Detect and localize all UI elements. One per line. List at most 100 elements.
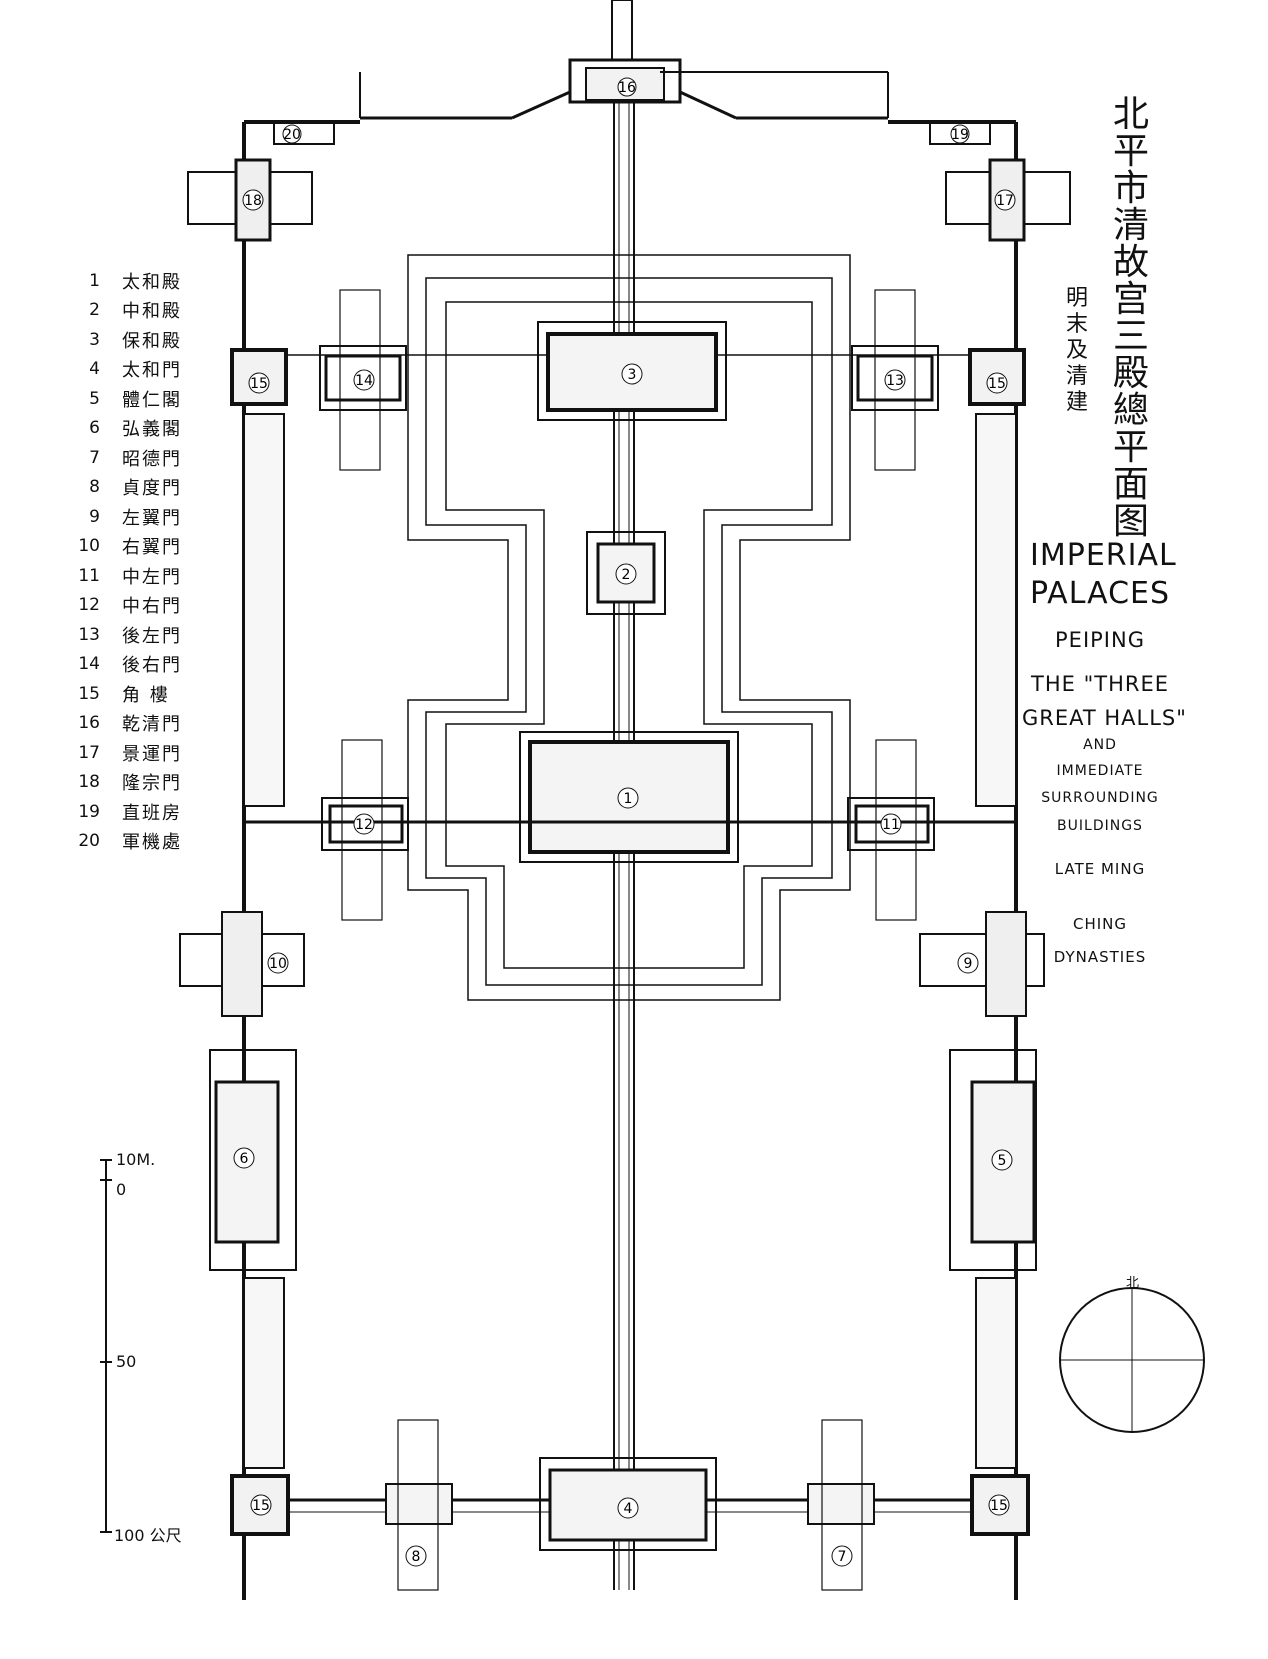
gate-9-structure: [919, 911, 1045, 1017]
legend-label: 中左門: [122, 566, 182, 588]
svg-text:15: 15: [990, 1498, 1008, 1514]
legend-number: 14: [78, 654, 100, 675]
legend-row: 17 景運門: [62, 738, 182, 768]
label-15-nw: 15: [248, 372, 270, 394]
legend-label: 後右門: [122, 655, 182, 677]
scale-bar: [100, 1159, 112, 1533]
legend-row: 3 保和殿: [62, 325, 182, 355]
title-line-dynasties: DYNASTIES: [1053, 948, 1147, 966]
legend-number: 11: [78, 565, 100, 586]
legend-number: 2: [89, 300, 100, 321]
svg-text:17: 17: [996, 193, 1014, 209]
legend-row: 11 中左門: [62, 561, 182, 591]
legend-label: 左翼門: [122, 507, 182, 529]
legend-number: 9: [89, 506, 100, 527]
title-line-surrounding: SURROUNDING: [1041, 790, 1159, 806]
legend-number: 20: [78, 831, 100, 852]
label-16: 16: [617, 77, 637, 97]
legend-label: 隆宗門: [122, 773, 182, 795]
legend-label: 右翼門: [122, 537, 182, 559]
legend-number: 18: [78, 772, 100, 793]
title-line-peiping: PEIPING: [1055, 628, 1145, 652]
terrace: [407, 254, 851, 1001]
legend-label: 保和殿: [122, 330, 182, 352]
label-15-sw: 15: [250, 1494, 272, 1516]
label-20: 20: [282, 124, 302, 144]
label-17: 17: [994, 189, 1016, 211]
legend-number: 17: [78, 742, 100, 763]
legend-number: 4: [89, 359, 100, 380]
label-1: 1: [617, 787, 639, 809]
legend-number: 16: [78, 713, 100, 734]
legend-row: 10 右翼門: [62, 532, 182, 562]
label-2: 2: [615, 563, 637, 585]
legend-number: 13: [78, 624, 100, 645]
svg-text:18: 18: [244, 193, 262, 209]
svg-text:1: 1: [624, 791, 633, 807]
label-13: 13: [884, 369, 906, 391]
svg-text:20: 20: [283, 127, 301, 143]
svg-text:13: 13: [886, 373, 904, 389]
svg-text:7: 7: [838, 1549, 847, 1565]
legend-number: 12: [78, 595, 100, 616]
title-line-and: AND: [1083, 737, 1117, 753]
svg-text:16: 16: [618, 80, 636, 96]
legend-number: 3: [89, 329, 100, 350]
north-cross-wall: [230, 289, 1026, 471]
label-6: 6: [233, 1147, 255, 1169]
legend-label: 景運門: [122, 743, 182, 765]
legend-number: 5: [89, 388, 100, 409]
svg-text:11: 11: [882, 817, 900, 833]
legend-row: 18 隆宗門: [62, 768, 182, 798]
label-15-ne: 15: [986, 372, 1008, 394]
chinese-subtitle: 明末及清建: [1065, 286, 1088, 415]
legend-label: 直班房: [122, 802, 182, 824]
room-19: [929, 121, 991, 145]
svg-text:6: 6: [240, 1151, 249, 1167]
label-4: 4: [617, 1497, 639, 1519]
legend-number: 10: [78, 536, 100, 557]
compass: [1059, 1287, 1205, 1433]
svg-text:12: 12: [355, 817, 373, 833]
legend-number: 8: [89, 477, 100, 498]
label-14: 14: [353, 369, 375, 391]
legend-label: 昭德門: [122, 448, 182, 470]
legend-label: 弘義閣: [122, 419, 182, 441]
legend-number: 15: [78, 683, 100, 704]
colonnades-lower: [243, 1277, 1017, 1469]
scale-label-zero: 0: [116, 1180, 127, 1199]
label-18: 18: [242, 189, 264, 211]
title-line-ching: CHING: [1072, 915, 1128, 933]
title-line-immediate: IMMEDIATE: [1056, 763, 1144, 779]
legend-label: 中右門: [122, 596, 182, 618]
colonnades-upper: [243, 413, 1017, 807]
label-11: 11: [880, 813, 902, 835]
legend-row: 2 中和殿: [62, 296, 182, 326]
title-line-great-halls: GREAT HALLS": [1022, 706, 1187, 730]
label-19: 19: [950, 124, 970, 144]
room-20: [273, 121, 335, 145]
title-line-palaces: PALACES: [1030, 576, 1171, 611]
chinese-title: 北平市清故宫三殿總平面图: [1112, 94, 1149, 542]
label-7: 7: [831, 1545, 853, 1567]
legend-number: 6: [89, 418, 100, 439]
label-10: 10: [267, 952, 289, 974]
svg-text:14: 14: [355, 373, 373, 389]
legend-label: 中和殿: [122, 301, 182, 323]
scale-label-fifty: 50: [116, 1352, 137, 1371]
svg-text:4: 4: [624, 1501, 633, 1517]
label-8: 8: [405, 1545, 427, 1567]
title-line-late-ming: LATE MING: [1054, 860, 1146, 878]
legend-label: 太和殿: [122, 271, 182, 293]
scale-label-top: 10M.: [116, 1150, 156, 1169]
